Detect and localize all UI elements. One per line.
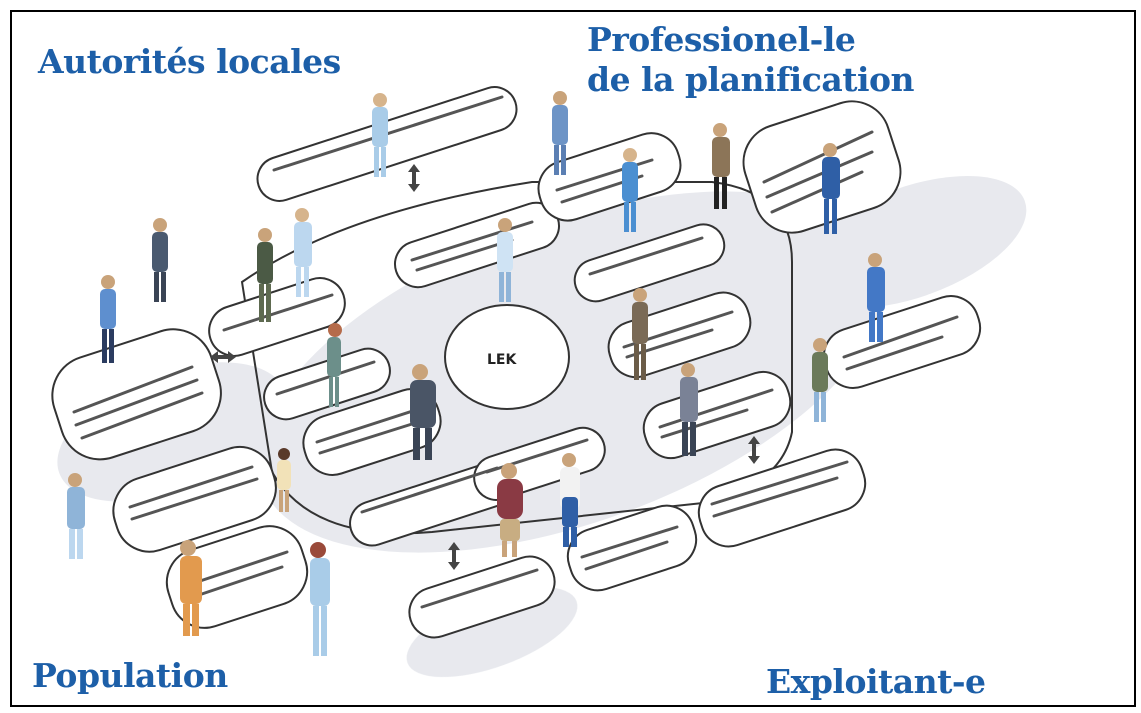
people bbox=[67, 91, 885, 656]
label-planning-professional-line2: de la planification bbox=[587, 60, 914, 99]
person bbox=[277, 448, 291, 512]
person bbox=[632, 288, 648, 380]
box-mid-right-b bbox=[642, 370, 792, 460]
label-operator: Exploitant-e bbox=[766, 662, 986, 701]
person bbox=[560, 453, 580, 547]
illegible-labels bbox=[72, 95, 959, 609]
person bbox=[622, 148, 638, 232]
person bbox=[294, 208, 312, 297]
person bbox=[552, 91, 568, 175]
person bbox=[257, 228, 273, 322]
person bbox=[410, 364, 436, 460]
person bbox=[152, 218, 168, 302]
arrow-bottom bbox=[448, 542, 460, 570]
person bbox=[867, 253, 885, 342]
center-node: LEK bbox=[444, 304, 570, 410]
box-left-outer bbox=[51, 328, 222, 461]
arrow-bottom-right bbox=[748, 436, 760, 464]
label-planning-professional: Professionel-le de la planification bbox=[587, 20, 914, 100]
person bbox=[67, 473, 85, 559]
person bbox=[822, 143, 840, 234]
diagram-frame: LEK bbox=[10, 10, 1136, 707]
label-planning-professional-line1: Professionel-le bbox=[587, 20, 856, 59]
arrow-left bbox=[210, 351, 236, 363]
person bbox=[327, 323, 342, 407]
person bbox=[812, 338, 828, 422]
box-bottom-right-b bbox=[697, 448, 867, 548]
person bbox=[372, 93, 388, 177]
person bbox=[497, 463, 523, 557]
person bbox=[680, 363, 698, 456]
box-bottom-left-b bbox=[165, 525, 309, 629]
person bbox=[180, 540, 202, 636]
stakeholder-diagram: LEK bbox=[51, 86, 1027, 678]
label-population: Population bbox=[32, 656, 228, 695]
person bbox=[310, 542, 330, 656]
center-label: LEK bbox=[487, 352, 517, 368]
person bbox=[497, 218, 513, 302]
label-local-authorities: Autorités locales bbox=[38, 42, 341, 81]
arrows bbox=[210, 164, 760, 570]
person bbox=[100, 275, 116, 363]
box-bottom-right-a bbox=[566, 504, 698, 592]
arrow-top bbox=[408, 164, 420, 192]
person bbox=[712, 123, 730, 209]
box-center-left bbox=[302, 388, 442, 476]
